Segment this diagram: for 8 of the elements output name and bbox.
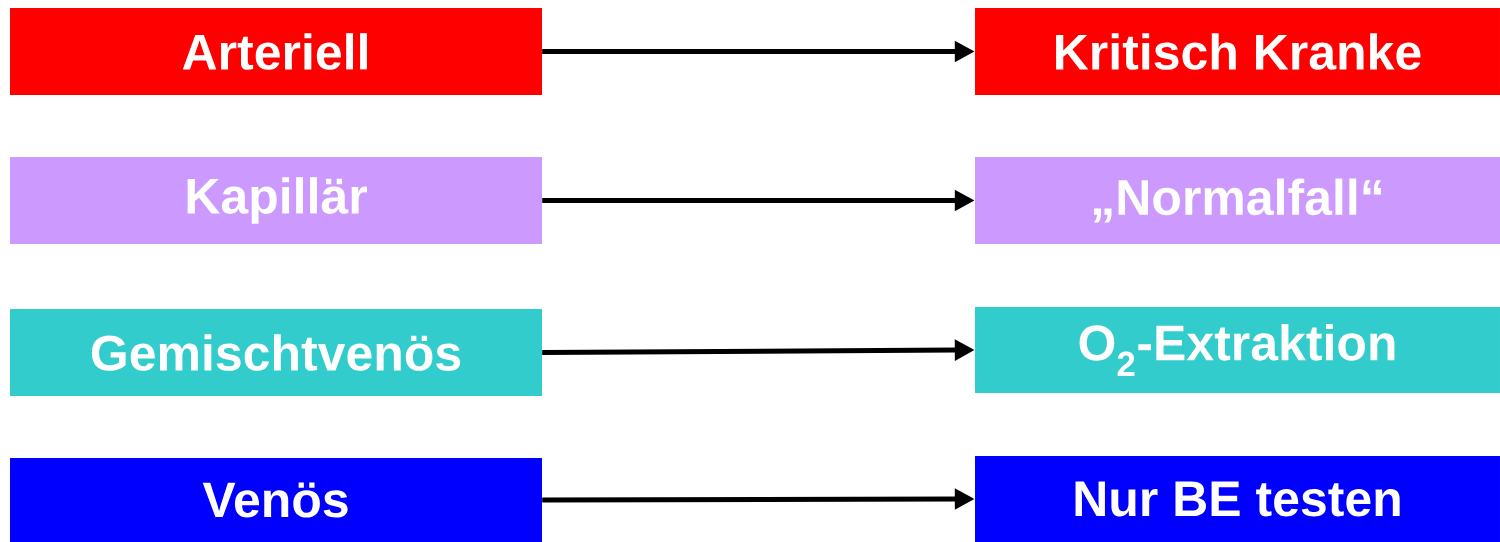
label-box: Nur BE testen	[975, 456, 1500, 542]
label-box: Gemischtvenös	[10, 309, 542, 396]
label-box: Kapillär	[10, 157, 542, 244]
label-box: Kritisch Kranke	[975, 8, 1500, 95]
label-box: Arteriell	[10, 8, 542, 95]
label-box: O$_{2}$-Extraktion	[975, 307, 1500, 393]
label-box: „Normalfall“	[975, 157, 1500, 244]
label-box: Venös	[10, 458, 542, 542]
